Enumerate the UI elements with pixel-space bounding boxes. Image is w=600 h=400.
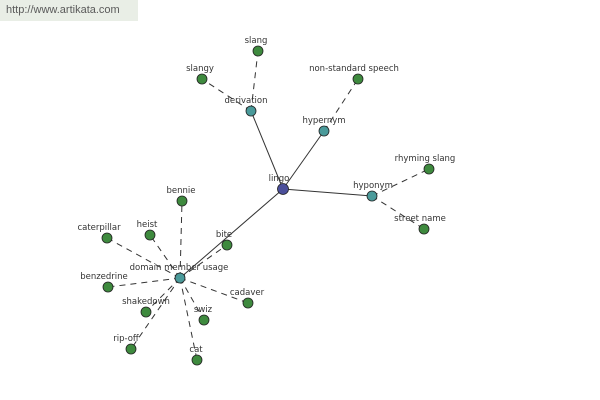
node-label-domain: domain member usage — [130, 263, 229, 273]
node-label-benzedrine: benzedrine — [80, 272, 128, 282]
node-label-bite: bite — [216, 230, 232, 240]
node-label-street: street name — [394, 214, 446, 224]
node-ripoff[interactable]: rip-off — [113, 334, 140, 355]
node-label-cat: cat — [189, 345, 203, 355]
edge-lingo-hypernym — [282, 130, 325, 190]
node-marker-heist[interactable] — [144, 229, 156, 241]
node-marker-domain[interactable] — [174, 272, 186, 284]
node-marker-bennie[interactable] — [176, 195, 188, 207]
node-hyponym[interactable]: hyponym — [353, 181, 393, 202]
node-marker-derivation[interactable] — [245, 105, 257, 117]
node-marker-rhyming[interactable] — [423, 163, 435, 175]
edge-lingo-derivation — [250, 110, 284, 190]
edge-layer — [106, 50, 430, 361]
node-lingo[interactable]: lingo — [269, 174, 290, 195]
node-marker-hypernym[interactable] — [318, 125, 330, 137]
edge-domain-heist — [149, 234, 181, 279]
node-label-heist: heist — [137, 220, 158, 230]
edge-hyponym-street — [371, 195, 425, 230]
node-marker-bite[interactable] — [221, 239, 233, 251]
edge-domain-benzedrine — [107, 277, 181, 288]
node-bite[interactable]: bite — [216, 230, 233, 251]
node-marker-caterpillar[interactable] — [101, 232, 113, 244]
node-hypernym[interactable]: hypernym — [302, 116, 346, 137]
node-cadaver[interactable]: cadaver — [230, 288, 265, 309]
edge-domain-cat — [179, 277, 198, 361]
node-label-bennie: bennie — [167, 186, 196, 196]
node-label-lingo: lingo — [269, 174, 290, 184]
node-heist[interactable]: heist — [137, 220, 158, 241]
edge-derivation-slangy — [201, 78, 252, 112]
node-rhyming[interactable]: rhyming slang — [395, 154, 456, 175]
node-label-ripoff: rip-off — [113, 334, 140, 344]
node-marker-slangy[interactable] — [196, 73, 208, 85]
watermark-url: http://www.artikata.com — [0, 0, 138, 21]
node-label-derivation: derivation — [224, 96, 267, 106]
node-domain[interactable]: domain member usage — [130, 263, 229, 284]
edge-domain-cadaver — [179, 277, 249, 304]
node-marker-slang[interactable] — [252, 45, 264, 57]
edge-domain-bite — [179, 244, 228, 279]
node-marker-street[interactable] — [418, 223, 430, 235]
node-label-shakedown: shakedown — [122, 297, 170, 307]
node-marker-shakedown[interactable] — [140, 306, 152, 318]
edge-domain-caterpillar — [106, 237, 181, 279]
edge-lingo-hyponym — [282, 188, 373, 197]
node-street[interactable]: street name — [394, 214, 446, 235]
edge-domain-swiz — [179, 277, 205, 321]
node-label-caterpillar: caterpillar — [77, 223, 121, 233]
node-label-hyponym: hyponym — [353, 181, 393, 191]
node-cat[interactable]: cat — [189, 345, 203, 366]
node-marker-lingo[interactable] — [277, 183, 289, 195]
node-label-rhyming: rhyming slang — [395, 154, 456, 164]
node-marker-hyponym[interactable] — [366, 190, 378, 202]
node-label-nonstd: non-standard speech — [309, 64, 399, 74]
node-marker-ripoff[interactable] — [125, 343, 137, 355]
node-marker-swiz[interactable] — [198, 314, 210, 326]
node-label-slangy: slangy — [186, 64, 214, 74]
node-swiz[interactable]: swiz — [194, 305, 213, 326]
edge-domain-shakedown — [145, 277, 181, 313]
node-label-hypernym: hypernym — [302, 116, 345, 126]
node-marker-cat[interactable] — [191, 354, 203, 366]
node-derivation[interactable]: derivation — [224, 96, 268, 117]
node-slangy[interactable]: slangy — [186, 64, 214, 85]
node-label-cadaver: cadaver — [230, 288, 265, 298]
node-label-swiz: swiz — [194, 305, 213, 315]
node-slang[interactable]: slang — [245, 36, 268, 57]
node-marker-nonstd[interactable] — [352, 73, 364, 85]
node-marker-cadaver[interactable] — [242, 297, 254, 309]
node-bennie[interactable]: bennie — [167, 186, 196, 207]
node-marker-benzedrine[interactable] — [102, 281, 114, 293]
node-nonstd[interactable]: non-standard speech — [309, 64, 399, 85]
node-layer: lingo derivation hypernym hyponym domain mem… — [77, 36, 456, 366]
node-benzedrine[interactable]: benzedrine — [80, 272, 128, 293]
edge-lingo-domain — [179, 188, 284, 279]
node-caterpillar[interactable]: caterpillar — [77, 223, 121, 244]
node-label-slang: slang — [245, 36, 268, 46]
node-shakedown[interactable]: shakedown — [122, 297, 170, 318]
edge-domain-ripoff — [130, 277, 181, 350]
edge-domain-bennie — [179, 200, 183, 279]
